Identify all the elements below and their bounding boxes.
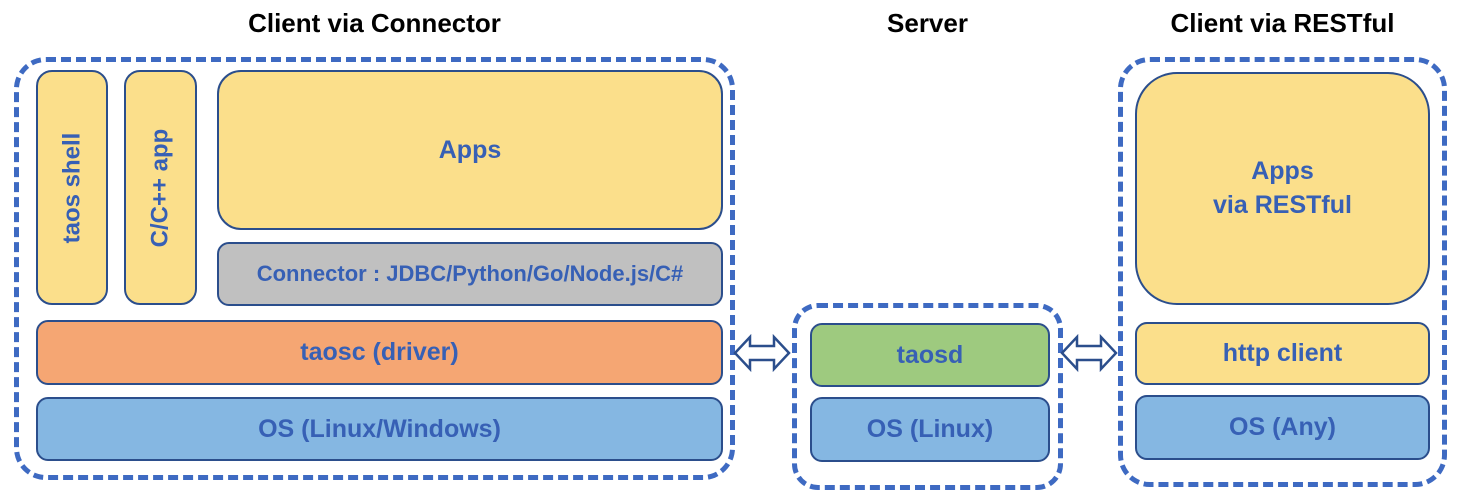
server-group (792, 303, 1063, 490)
os-linux-windows-box: OS (Linux/Windows) (36, 397, 723, 461)
taosc-driver-label: taosc (driver) (300, 338, 459, 366)
connector-box: Connector : JDBC/Python/Go/Node.js/C# (217, 242, 723, 306)
client-restful-group (1118, 57, 1447, 487)
os-linux-box: OS (Linux) (810, 397, 1050, 462)
apps-via-restful-label: Apps via RESTful (1213, 155, 1352, 223)
cpp-app-label: C/C++ app (146, 128, 174, 247)
taosd-box: taosd (810, 323, 1050, 387)
cpp-app-box: C/C++ app (124, 70, 197, 305)
os-any-box: OS (Any) (1135, 395, 1430, 460)
os-linux-windows-label: OS (Linux/Windows) (258, 414, 501, 443)
taosd-label: taosd (896, 340, 964, 369)
apps-box: Apps (217, 70, 723, 230)
taos-shell-box: taos shell (36, 70, 108, 305)
apps-via-restful-line1: Apps (1251, 156, 1314, 185)
apps-via-restful-line2: via RESTful (1213, 190, 1352, 219)
http-client-label: http client (1222, 339, 1343, 367)
os-linux-label: OS (Linux) (866, 415, 994, 443)
apps-label: Apps (438, 135, 502, 164)
client-connector-title: Client via Connector (248, 8, 501, 38)
os-any-label: OS (Any) (1229, 413, 1336, 441)
right-bidirectional-arrow-icon (1060, 333, 1118, 373)
apps-via-restful-box: Apps via RESTful (1135, 72, 1430, 305)
server-title: Server (887, 8, 968, 38)
taos-shell-label: taos shell (58, 132, 85, 243)
client-restful-title: Client via RESTful (1170, 8, 1395, 38)
left-bidirectional-arrow-icon (733, 333, 791, 373)
http-client-box: http client (1135, 322, 1430, 385)
taosc-driver-box: taosc (driver) (36, 320, 723, 385)
connector-label: Connector : JDBC/Python/Go/Node.js/C# (256, 261, 684, 286)
client-connector-group (14, 57, 735, 480)
